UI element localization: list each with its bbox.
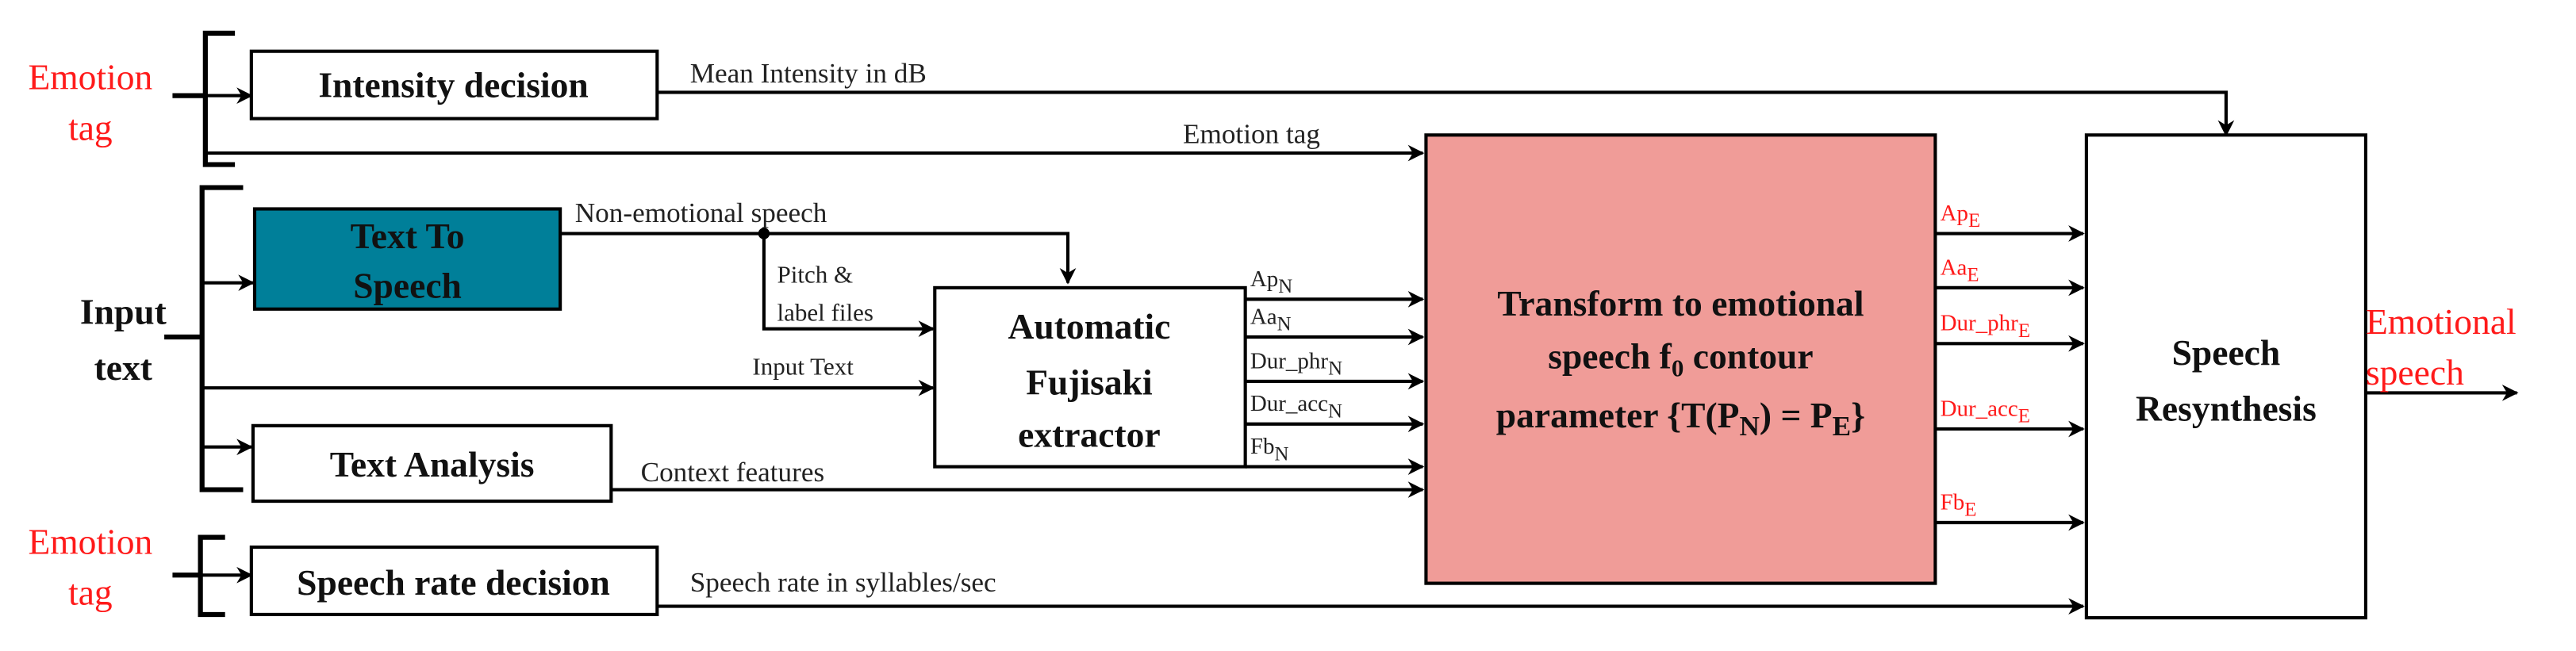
- param-label: Dur_accE: [1941, 396, 2030, 427]
- box-label: Text To: [351, 216, 465, 256]
- emotional-speech-label: Emotional: [2366, 301, 2516, 342]
- box-label: Automatic: [1008, 306, 1170, 347]
- param-label: FbE: [1941, 489, 1977, 520]
- bracket: [172, 30, 236, 167]
- box-label: Resynthesis: [2136, 389, 2317, 429]
- intensity-decision-box: Intensity decision: [249, 49, 659, 121]
- param-label: FbN: [1250, 434, 1289, 465]
- mean-intensity-edge: [657, 90, 2235, 137]
- input-text-edge-label: Input Text: [752, 353, 854, 381]
- text-to-speech-box: Text To Speech: [252, 207, 562, 311]
- context-features-label: Context features: [641, 457, 825, 488]
- emotion-tag-input-top: Emotion tag: [28, 30, 253, 167]
- param-label: Dur_accN: [1250, 391, 1342, 422]
- speech-resynthesis-box: Speech Resynthesis: [2084, 133, 2368, 620]
- emotion-tag-label: tag: [68, 572, 113, 613]
- emotion-tag-label: Emotion: [28, 521, 152, 561]
- box-label: Text Analysis: [330, 444, 535, 484]
- emotion-tag-input-bottom: Emotion tag: [28, 521, 253, 618]
- input-text-input: Input text: [80, 185, 255, 492]
- transform-line-2: speech f0 contour: [1548, 335, 1813, 381]
- param-label: Dur_phrN: [1250, 348, 1342, 379]
- emotion-tag-label: tag: [68, 108, 113, 148]
- param-label: AaE: [1941, 255, 1979, 285]
- fujisaki-extractor-box: Automatic Fujisaki extractor: [933, 285, 1247, 469]
- emotion-tag-edge-label: Emotion tag: [1183, 119, 1320, 150]
- text-analysis-box: Text Analysis: [251, 423, 613, 504]
- input-text-label: Input: [80, 291, 167, 331]
- emotional-params: ApE AaE Dur_phrE Dur_accE FbE: [1935, 201, 2085, 531]
- box-label: Fujisaki: [1026, 362, 1152, 402]
- neutral-params: ApN AaN Dur_phrN Dur_accN FbN: [1245, 266, 1425, 475]
- transform-line-1: Transform to emotional: [1497, 283, 1864, 324]
- box-label: Speech: [353, 265, 462, 305]
- box-label: Speech rate decision: [297, 562, 610, 603]
- box-label: Intensity decision: [318, 65, 588, 105]
- box-label: extractor: [1018, 415, 1161, 455]
- speech-rate-decision-box: Speech rate decision: [249, 545, 659, 617]
- transform-line-3: parameter {T(PN) = PE}: [1496, 395, 1865, 442]
- non-emotional-speech-edge: [560, 232, 1077, 285]
- param-label: ApE: [1941, 201, 1981, 232]
- transform-box: Transform to emotional speech f0 contour…: [1424, 133, 1937, 585]
- non-emotional-label: Non-emotional speech: [575, 197, 827, 228]
- emotional-speech-label: speech: [2366, 352, 2464, 393]
- param-label: AaN: [1250, 304, 1292, 335]
- speech-rate-label: Speech rate in syllables/sec: [690, 567, 996, 598]
- param-label: ApN: [1250, 266, 1292, 297]
- mean-intensity-label: Mean Intensity in dB: [690, 58, 927, 89]
- param-label: Dur_phrE: [1941, 311, 2030, 342]
- pitch-label-files-edge: [762, 233, 935, 337]
- pitch-label: Pitch &: [777, 261, 853, 289]
- box-label: Speech: [2172, 332, 2281, 373]
- bracket: [164, 185, 244, 492]
- emotion-tag-label: Emotion: [28, 56, 152, 97]
- pitch-label: label files: [777, 298, 873, 326]
- input-text-label: text: [94, 347, 152, 388]
